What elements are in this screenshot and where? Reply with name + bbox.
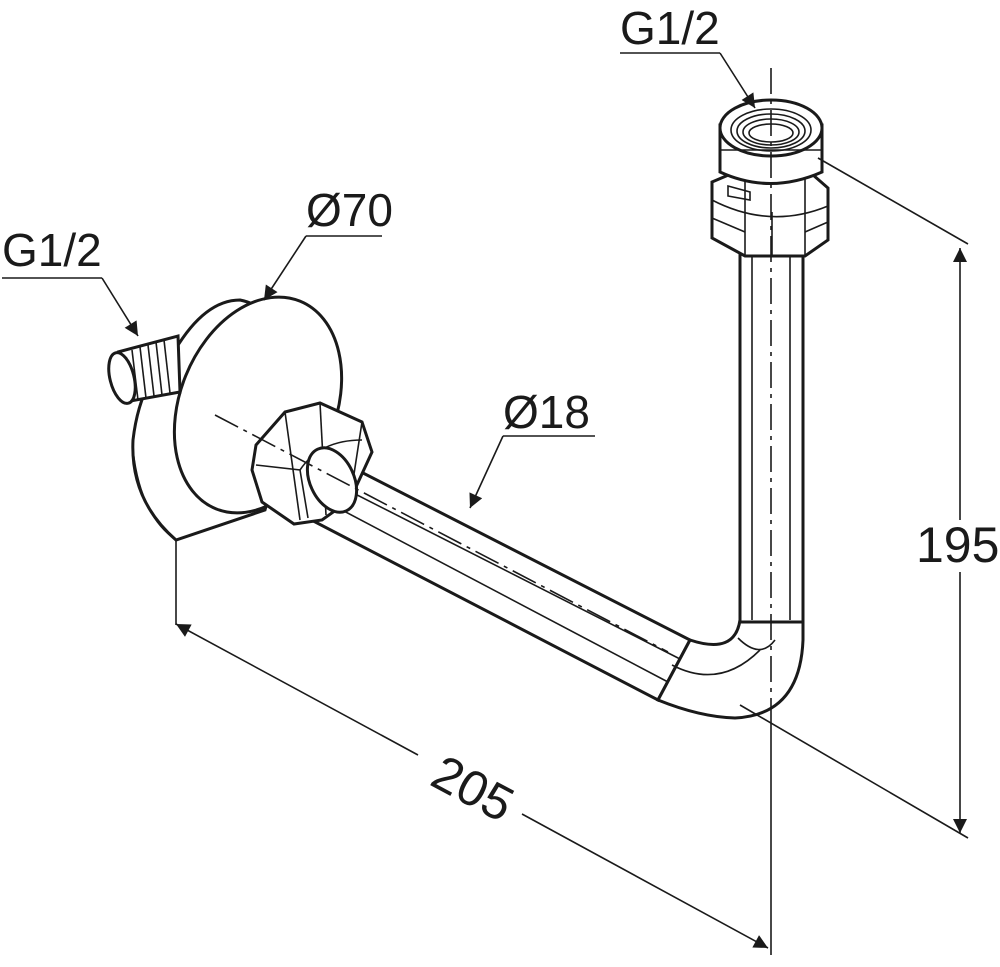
pipe-diameter-label: Ø18 xyxy=(503,386,590,438)
width-label: 205 xyxy=(423,744,523,833)
left-thread-label: G1/2 xyxy=(2,224,102,276)
left-thread-leader: G1/2 xyxy=(2,224,139,337)
extension-lines xyxy=(175,157,969,955)
center-lines xyxy=(214,68,772,700)
left-hex-nut xyxy=(250,401,374,526)
flange-diameter-leader: Ø70 xyxy=(263,184,393,301)
top-thread-label: G1/2 xyxy=(620,2,720,54)
top-hex-nut xyxy=(710,166,830,258)
pipe-diameter-leader: Ø18 xyxy=(469,386,595,509)
pipe-elbow xyxy=(655,613,805,720)
flange-diameter-label: Ø70 xyxy=(306,184,393,236)
left-thread-stub xyxy=(107,334,182,405)
height-dimension: 195 xyxy=(916,248,999,833)
height-label: 195 xyxy=(916,517,999,573)
top-thread-leader: G1/2 xyxy=(620,2,756,109)
